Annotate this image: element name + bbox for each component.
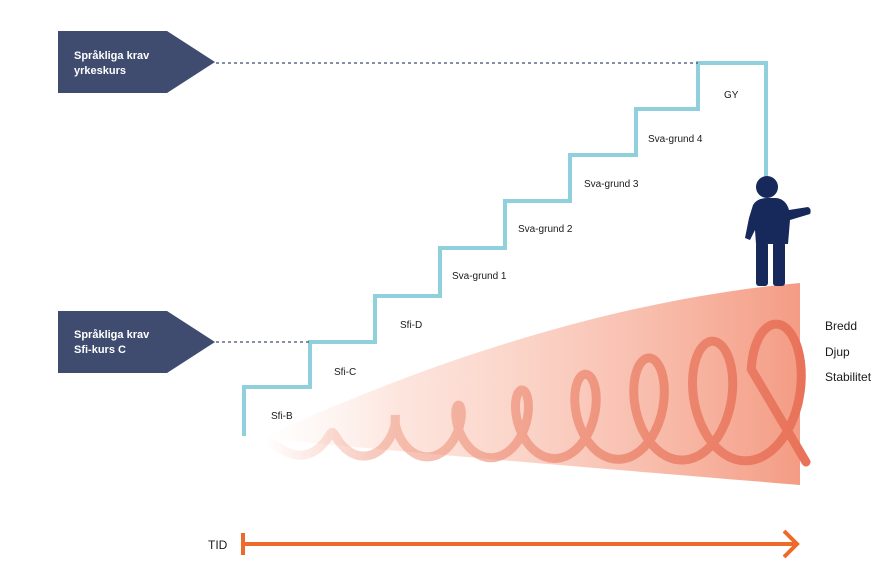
step-label: Sfi-D [400, 320, 422, 331]
dimension-label: Bredd [825, 319, 857, 333]
requirement-tag-line1: Språkliga krav [74, 50, 150, 62]
step-label: Sva-grund 1 [452, 271, 507, 282]
step-label: GY [724, 90, 739, 101]
requirement-tag-vocational: Språkliga krav yrkeskurs [58, 31, 215, 93]
dimension-label: Stabilitet [825, 370, 872, 384]
dimension-label: Djup [825, 345, 850, 359]
time-axis-label: TID [208, 538, 228, 552]
requirement-tag-line2: Sfi-kurs C [74, 344, 126, 356]
person-pointing-icon [745, 176, 811, 286]
step-label: Sva-grund 2 [518, 224, 573, 235]
requirement-tag-line2: yrkeskurs [74, 65, 126, 77]
step-label: Sva-grund 3 [584, 179, 639, 190]
step-label: Sfi-C [334, 367, 356, 378]
requirement-tag-sfi-c: Språkliga krav Sfi-kurs C [58, 311, 215, 373]
arrow-right-icon [243, 531, 797, 557]
requirement-tag-line1: Språkliga krav [74, 329, 150, 341]
step-label: Sva-grund 4 [648, 134, 703, 145]
step-label: Sfi-B [271, 411, 293, 422]
